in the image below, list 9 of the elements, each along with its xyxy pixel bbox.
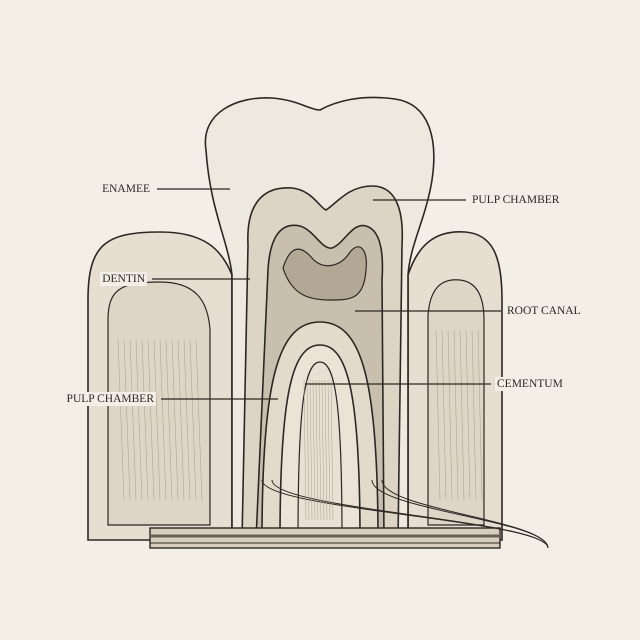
part-label: PULP CHAMBER bbox=[64, 392, 156, 406]
part-label: DENTIN bbox=[100, 272, 147, 286]
leader-line bbox=[355, 310, 501, 312]
leader-line bbox=[157, 188, 230, 190]
leader-line bbox=[161, 398, 278, 400]
leader-line bbox=[305, 383, 491, 385]
part-label: CEMENTUM bbox=[495, 377, 565, 391]
leader-line bbox=[373, 199, 466, 201]
leader-line bbox=[152, 278, 250, 280]
